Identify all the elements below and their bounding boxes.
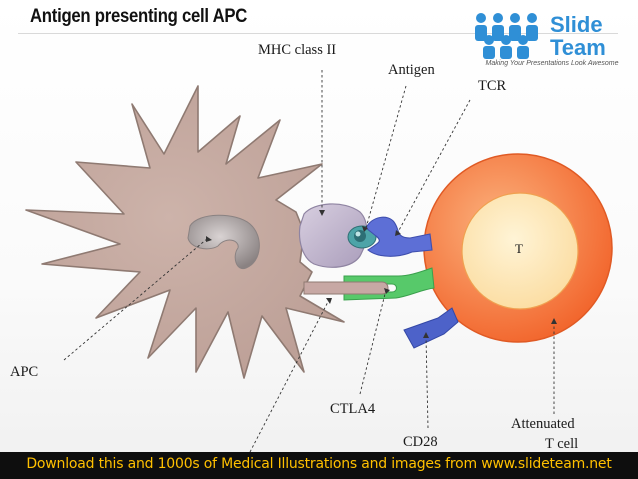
- people-icon: [475, 13, 538, 59]
- b7-leader: [249, 297, 331, 453]
- tcr-receptor: [365, 216, 433, 257]
- antigen: [347, 225, 377, 249]
- logo-word-slide: Slide: [550, 12, 603, 37]
- label-ctla4: CTLA4: [330, 401, 376, 417]
- title-divider: [18, 33, 618, 34]
- logo-word-team: Team: [550, 35, 606, 60]
- label-tcr: TCR: [478, 78, 507, 94]
- slideteam-logo[interactable]: Slide Team Making Your Presentations Loo…: [466, 6, 638, 70]
- tcr-leader: [397, 99, 471, 233]
- page-title: Antigen presenting cell APC: [30, 6, 248, 27]
- b7-ligand: [303, 281, 389, 295]
- label-attenuated: Attenuated: [511, 416, 575, 432]
- download-banner-text[interactable]: Download this and 1000s of Medical Illus…: [26, 456, 612, 472]
- label-t: T: [515, 241, 523, 256]
- label-antigen: Antigen: [388, 62, 435, 78]
- label-t-cell: T cell: [545, 436, 579, 452]
- apc-leader: [63, 237, 209, 361]
- antigen-leader: [365, 85, 407, 229]
- logo-tagline: Making Your Presentations Look Awesome: [485, 60, 619, 67]
- ctla4-leader: [359, 289, 387, 395]
- cd28-leader: [425, 335, 429, 429]
- label-mhc-class-ii: MHC class II: [258, 42, 337, 58]
- t-cell: [423, 153, 613, 343]
- label-cd28: CD28: [403, 434, 438, 450]
- apc-cell: [25, 85, 345, 379]
- cd28-receptor: [403, 307, 459, 349]
- label-apc: APC: [10, 364, 39, 380]
- download-banner[interactable]: Download this and 1000s of Medical Illus…: [0, 452, 638, 479]
- apc-nucleus: [187, 214, 260, 270]
- mhc-class-ii: [298, 203, 368, 268]
